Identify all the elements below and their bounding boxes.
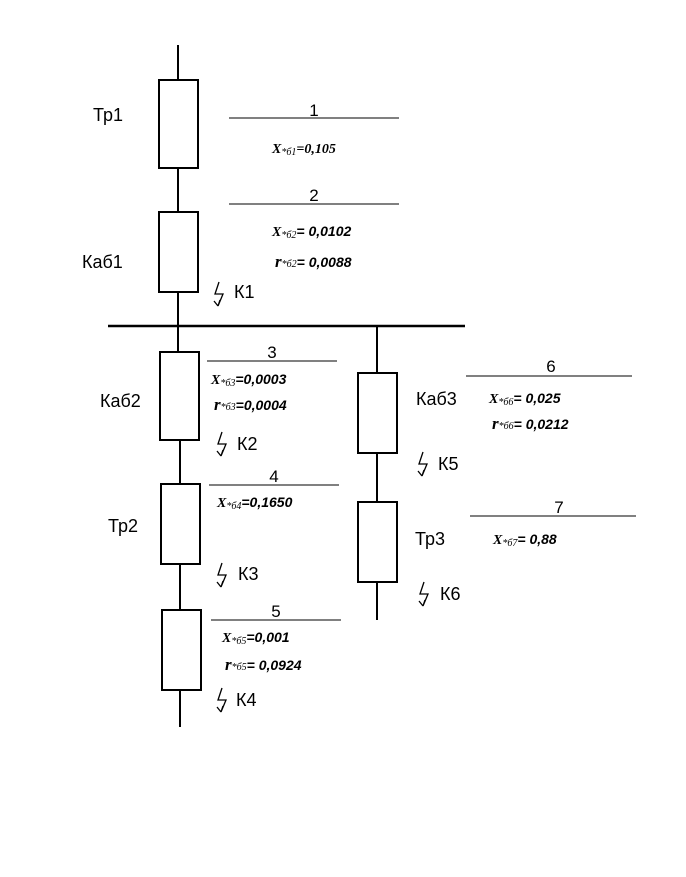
cable-kab3: [357, 372, 398, 454]
param-2-number: 2: [309, 186, 318, 205]
label-tr1: Тр1: [93, 105, 123, 125]
fault-label-k1: К1: [234, 282, 255, 302]
cable-kab2: [159, 351, 200, 441]
label-tr3: Тр3: [415, 529, 445, 549]
load-element-5: [161, 609, 202, 691]
lightning-icon: [216, 562, 227, 588]
lightning-icon: [418, 581, 429, 607]
param-6-number: 6: [546, 357, 555, 376]
param-3-x: X*б3=0,0003: [210, 371, 287, 389]
fault-marker-k6: К6: [418, 581, 461, 607]
fault-label-k6: К6: [440, 584, 461, 604]
fault-label-k5: К5: [438, 454, 459, 474]
lightning-icon: [213, 281, 224, 307]
label-tr2: Тр2: [108, 516, 138, 536]
fault-marker-k5: К5: [417, 451, 459, 477]
param-7-x: X*б7= 0,88: [492, 531, 557, 549]
transformer-tr3: [357, 501, 398, 583]
param-7-number: 7: [554, 498, 563, 517]
param-2-r: r*б2= 0,0088: [275, 252, 352, 271]
fault-label-k3: К3: [238, 564, 259, 584]
param-6-r: r*б6= 0,0212: [492, 414, 569, 433]
fault-marker-k2: К2: [216, 431, 258, 457]
param-5-x: X*б5=0,001: [221, 629, 290, 647]
lightning-icon: [417, 451, 428, 477]
param-3-number: 3: [267, 343, 276, 362]
fault-marker-k1: К1: [213, 281, 255, 307]
lightning-icon: [216, 431, 227, 457]
param-3-r: r*б3=0,0004: [214, 395, 287, 414]
fault-label-k4: К4: [236, 690, 257, 710]
param-5-number: 5: [271, 602, 280, 621]
lightning-icon: [216, 687, 227, 713]
label-kab2: Каб2: [100, 391, 141, 411]
fault-marker-k3: К3: [216, 562, 259, 588]
label-kab3: Каб3: [416, 389, 457, 409]
transformer-tr2: [160, 483, 201, 565]
param-4-number: 4: [269, 467, 278, 486]
transformer-tr1: [158, 79, 199, 169]
fault-marker-k4: К4: [216, 687, 257, 713]
cable-kab1: [158, 211, 199, 293]
param-6-x: X*б6= 0,025: [488, 390, 561, 408]
param-1-number: 1: [309, 101, 318, 120]
param-2-x: X*б2= 0,0102: [271, 223, 351, 241]
param-4-x: X*б4=0,1650: [216, 494, 293, 512]
label-kab1: Каб1: [82, 252, 123, 272]
param-5-r: r*б5= 0,0924: [225, 655, 302, 674]
param-1-x: X*б1=0,105: [271, 142, 336, 158]
fault-label-k2: К2: [237, 434, 258, 454]
